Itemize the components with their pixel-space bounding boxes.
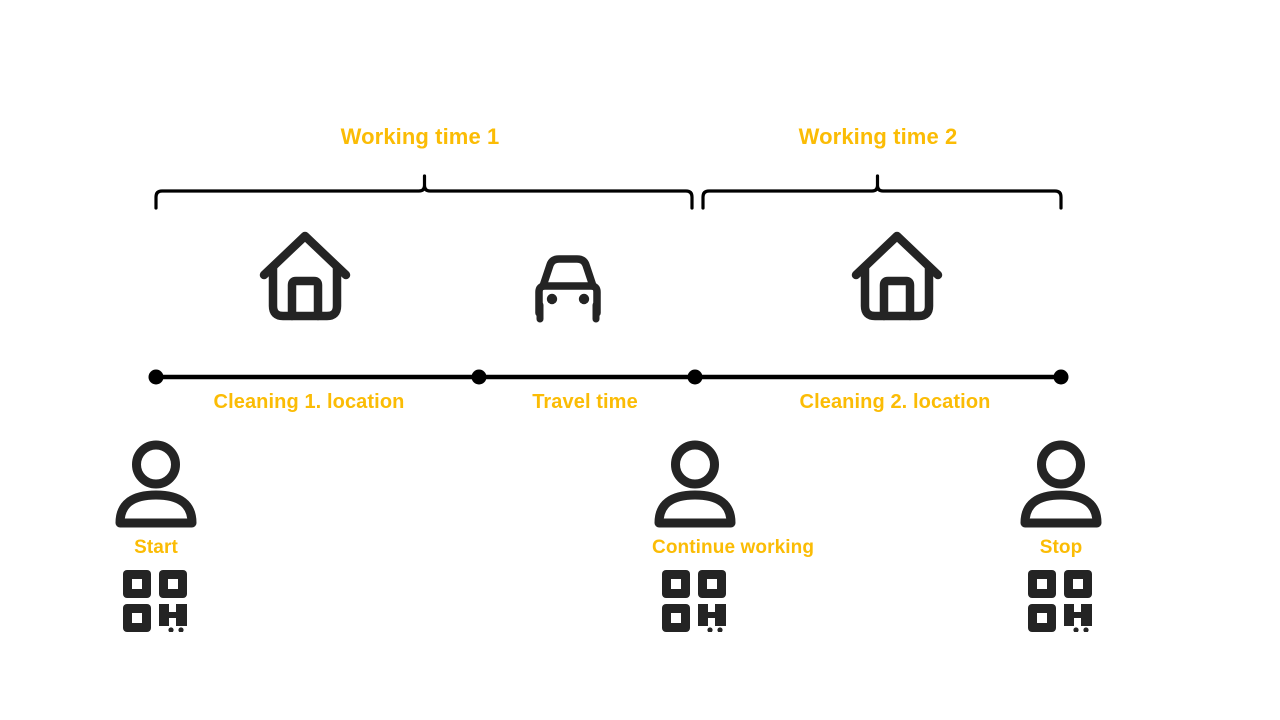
timeline-node: [1053, 369, 1069, 385]
qr-code-icon[interactable]: [662, 570, 728, 633]
person-icon: [113, 439, 199, 529]
action-stop: Stop: [1018, 439, 1104, 633]
brace-working-time-2: [701, 174, 1063, 210]
person-icon: [1018, 439, 1104, 529]
segment-label-cleaning-2-location: Cleaning 2. location: [799, 391, 991, 413]
action-label-continue-working: Continue working: [652, 537, 815, 558]
segment-label-cleaning-1-location: Cleaning 1. location: [213, 391, 405, 413]
timeline-node: [148, 369, 164, 385]
qr-code-icon[interactable]: [1028, 570, 1094, 633]
bracket-label-working-time-2: Working time 2: [798, 124, 958, 149]
timeline-node: [471, 369, 487, 385]
action-label-stop: Stop: [1039, 537, 1083, 558]
action-continue-working: Continue working: [652, 439, 815, 633]
action-start: Start: [113, 439, 199, 633]
segment-label-travel-time: Travel time: [532, 391, 638, 413]
timeline-node: [687, 369, 703, 385]
bracket-label-working-time-1: Working time 1: [340, 124, 500, 149]
house-icon: [850, 228, 944, 328]
person-icon: [652, 439, 738, 529]
house-icon: [258, 228, 352, 328]
brace-working-time-1: [154, 174, 694, 210]
action-label-start: Start: [134, 537, 178, 558]
car-icon: [528, 255, 608, 328]
qr-code-icon[interactable]: [123, 570, 189, 633]
